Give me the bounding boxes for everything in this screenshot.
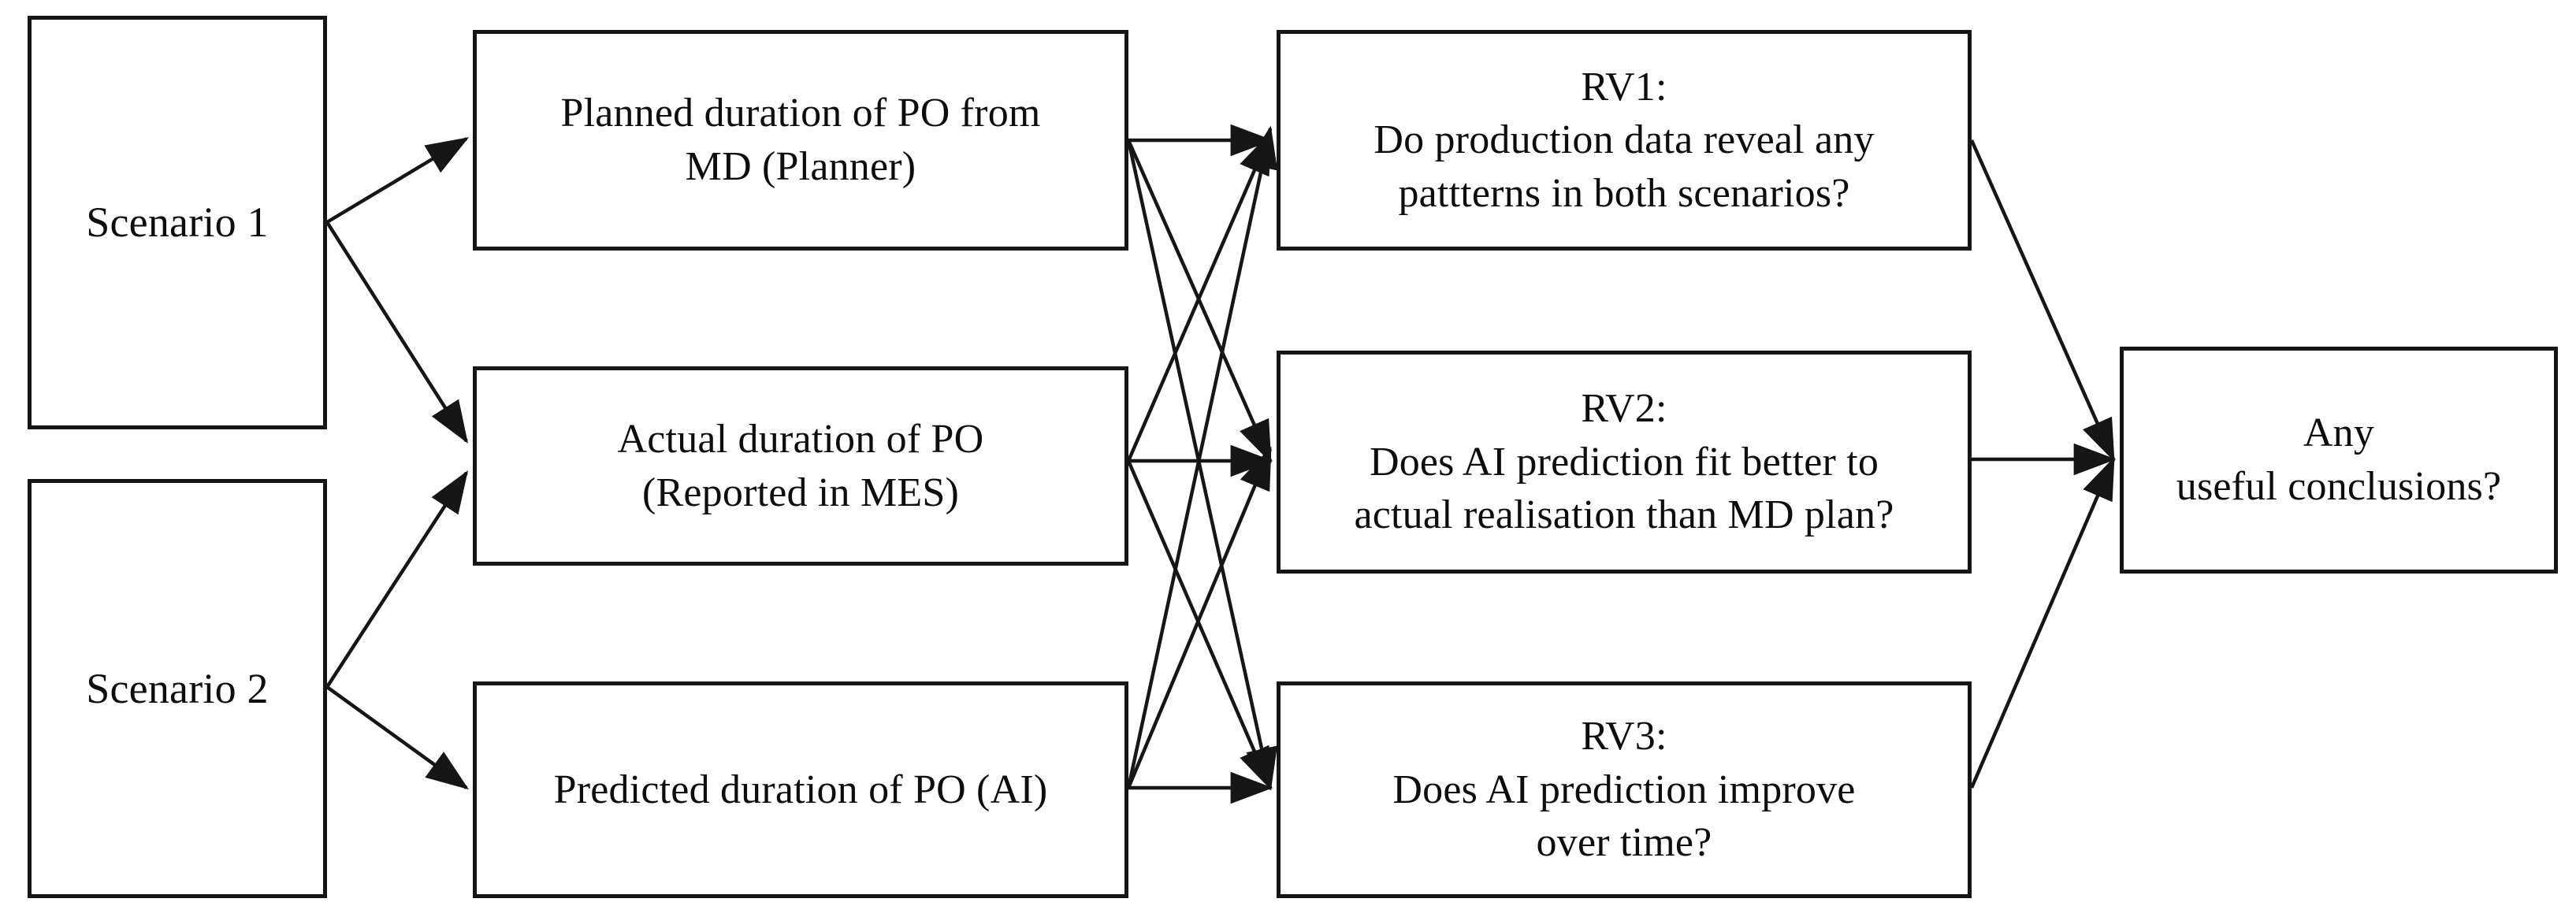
node-scenario-2-label: Scenario 2 [86, 664, 269, 712]
node-rv2-label: RV2: Does AI prediction fit better to ac… [1354, 386, 1894, 538]
node-predicted-duration-label: Predicted duration of PO (AI) [553, 767, 1048, 812]
node-conclusions-label: Any useful conclusions? [2176, 410, 2502, 509]
node-planned-duration-label: Planned duration of PO from MD (Planner) [560, 91, 1041, 189]
node-scenario-2[interactable]: Scenario 2 [28, 479, 327, 898]
node-rv1-label: RV1: Do production data reveal any pattt… [1373, 64, 1875, 216]
edge-rv1-to-conclusions [1969, 139, 2116, 462]
node-rv1[interactable]: RV1: Do production data reveal any pattt… [1277, 30, 1972, 251]
node-actual-duration[interactable]: Actual duration of PO (Reported in MES) [473, 366, 1128, 566]
edge-actual-to-rv1 [1126, 131, 1273, 462]
node-predicted-duration[interactable]: Predicted duration of PO (AI) [473, 681, 1128, 898]
node-actual-duration-label: Actual duration of PO (Reported in MES) [617, 416, 984, 515]
node-conclusions[interactable]: Any useful conclusions? [2120, 347, 2558, 574]
edge-scenario2-to-predicted [325, 685, 469, 790]
edge-scenario2-to-actual [325, 470, 468, 689]
node-scenario-1-label: Scenario 1 [86, 199, 269, 247]
node-rv3[interactable]: RV3: Does AI prediction improve over tim… [1277, 681, 1972, 898]
edge-actual-to-rv3 [1126, 460, 1273, 791]
node-scenario-1[interactable]: Scenario 1 [28, 16, 327, 429]
node-planned-duration[interactable]: Planned duration of PO from MD (Planner) [473, 30, 1128, 251]
edge-scenario1-to-planned [325, 137, 470, 224]
node-rv2[interactable]: RV2: Does AI prediction fit better to ac… [1277, 351, 1972, 574]
edge-predicted-to-rv2 [1126, 446, 1273, 789]
edge-rv3-to-conclusions [1969, 456, 2116, 789]
edge-predicted-to-rv1 [1126, 125, 1278, 789]
node-rv3-label: RV3: Does AI prediction improve over tim… [1392, 714, 1856, 866]
edge-scenario1-to-actual [325, 221, 468, 444]
